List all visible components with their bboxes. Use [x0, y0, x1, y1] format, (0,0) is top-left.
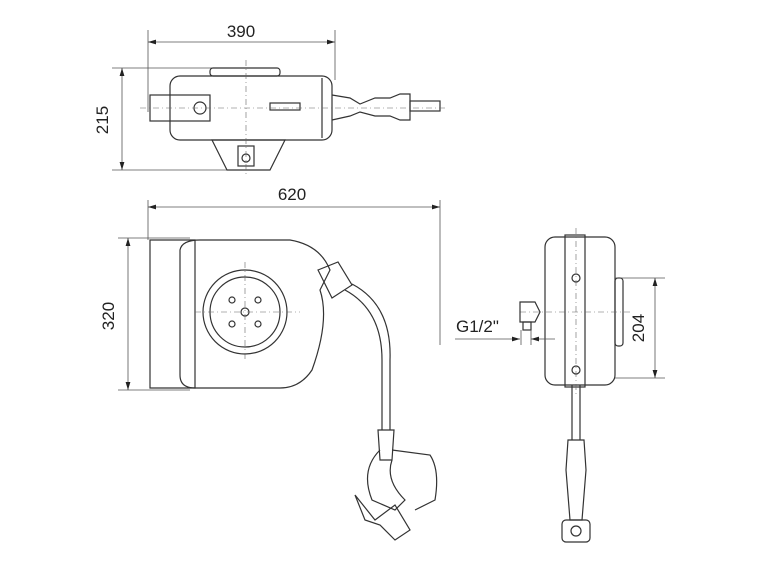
side-view: 204	[455, 228, 665, 543]
dimension-label-390: 390	[227, 22, 255, 41]
dimension-label-204: 204	[629, 314, 648, 342]
thread-size-label: G1/2"	[456, 317, 499, 336]
top-view: 390 215	[93, 22, 445, 175]
dimension-label-215: 215	[93, 106, 112, 134]
dimension-label-620: 620	[278, 185, 306, 204]
dimension-label-320: 320	[99, 302, 118, 330]
front-view: 620 320	[99, 185, 441, 541]
